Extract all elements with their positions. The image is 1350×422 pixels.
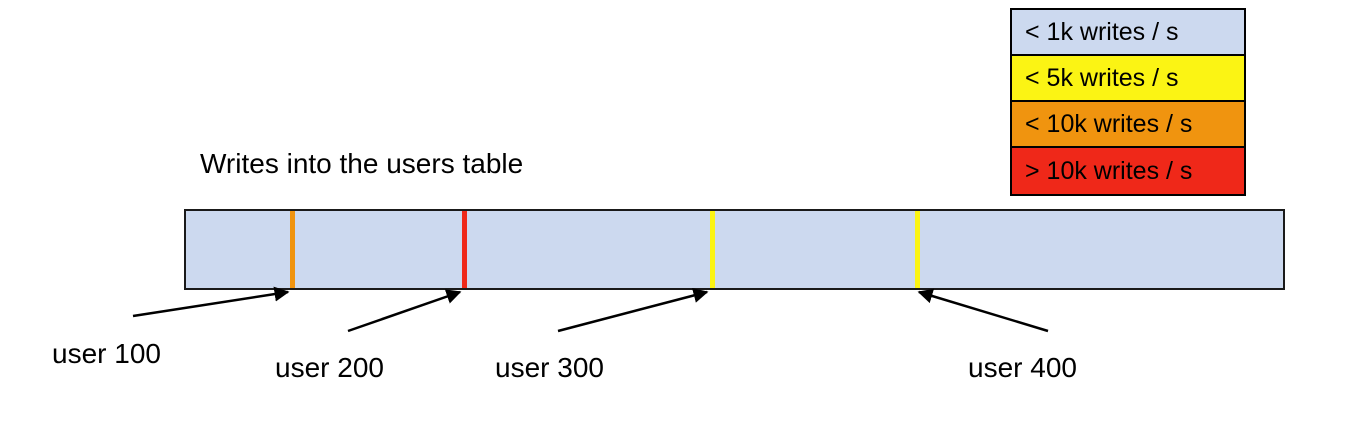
legend-row-under-5k: < 5k writes / s bbox=[1012, 56, 1244, 102]
label-user-100: user 100 bbox=[52, 338, 161, 369]
label-user-200: user 200 bbox=[275, 352, 384, 383]
legend-label-over-10k: > 10k writes / s bbox=[1025, 156, 1193, 185]
legend-label-under-10k: < 10k writes / s bbox=[1025, 109, 1193, 138]
marker-user-200 bbox=[462, 211, 467, 288]
chart-title: Writes into the users table bbox=[200, 148, 524, 179]
marker-user-100 bbox=[290, 211, 295, 288]
legend-row-over-10k: > 10k writes / s bbox=[1012, 148, 1244, 194]
legend-row-under-1k: < 1k writes / s bbox=[1012, 10, 1244, 56]
arrow-user-300 bbox=[557, 288, 709, 333]
marker-user-400 bbox=[915, 211, 920, 288]
legend-label-under-1k: < 1k writes / s bbox=[1025, 17, 1179, 46]
legend-label-under-5k: < 5k writes / s bbox=[1025, 63, 1179, 92]
users-table-bar bbox=[184, 209, 1285, 290]
arrow-user-100 bbox=[132, 286, 290, 318]
arrow-user-200 bbox=[347, 289, 462, 333]
label-user-400: user 400 bbox=[968, 352, 1077, 383]
legend: < 1k writes / s < 5k writes / s < 10k wr… bbox=[1010, 8, 1246, 196]
label-user-300: user 300 bbox=[495, 352, 604, 383]
legend-row-under-10k: < 10k writes / s bbox=[1012, 102, 1244, 148]
arrow-user-400 bbox=[917, 288, 1049, 333]
marker-user-300 bbox=[710, 211, 715, 288]
